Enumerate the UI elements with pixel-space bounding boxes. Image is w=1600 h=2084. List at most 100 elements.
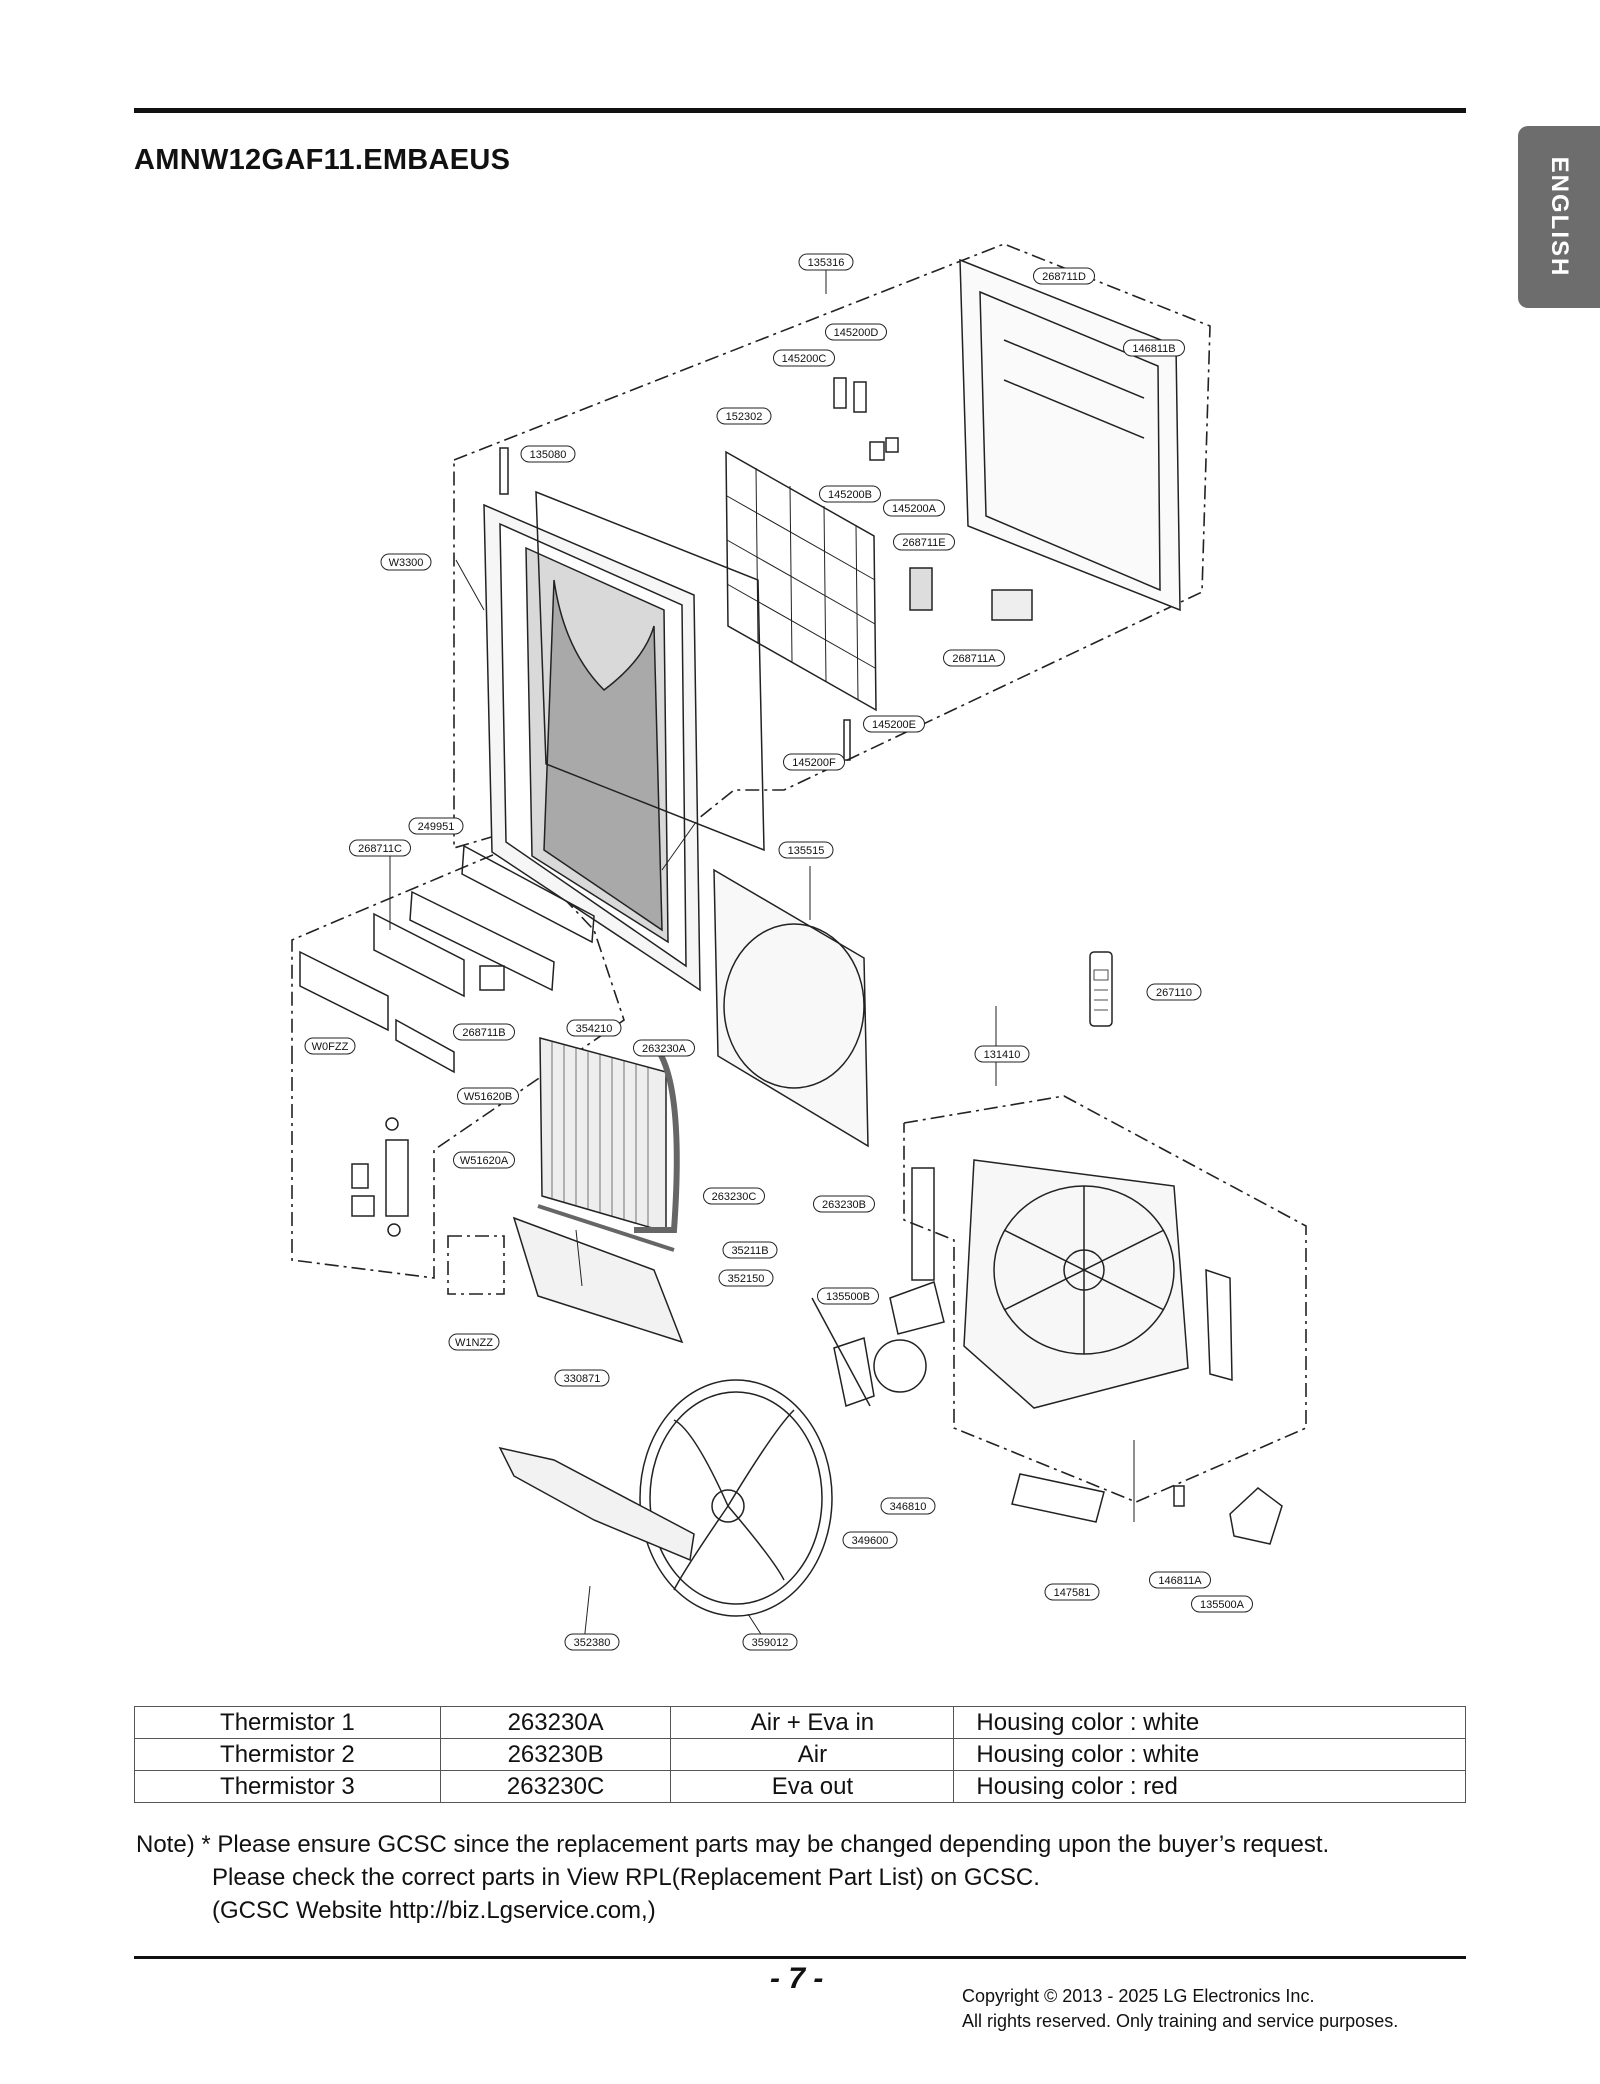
part-number-label: 354210 [576, 1023, 613, 1035]
table-cell: Eva out [670, 1770, 955, 1803]
part-number-label: 268711A [952, 653, 996, 665]
table-cell: Housing color : white [953, 1738, 1466, 1771]
exploded-parts-diagram: 135316 268711D 146811B 145200D 145200C 152302… [291, 243, 1307, 1651]
copyright-notice: Copyright © 2013 - 2025 LG Electronics I… [962, 1984, 1398, 2034]
part-callout: W51620B [457, 1087, 519, 1105]
part-number-label: 145200E [872, 719, 916, 731]
part-number-label: 145200B [828, 489, 872, 501]
part-callout: 263230A [633, 1039, 695, 1057]
part-callout: 145200A [883, 499, 945, 517]
part-number-label: W3300 [389, 557, 424, 569]
part-callout: W0FZZ [304, 1037, 356, 1055]
part-callout: 152302 [716, 407, 772, 425]
part-callout: W51620A [453, 1151, 515, 1169]
part-number-label: 135316 [808, 257, 845, 269]
language-tab-label: ENGLISH [1546, 156, 1573, 278]
part-number-label: 263230B [822, 1199, 866, 1211]
table-cell: Air [670, 1738, 955, 1771]
copyright-line-1: Copyright © 2013 - 2025 LG Electronics I… [962, 1986, 1315, 2006]
part-callout: 268711D [1033, 267, 1095, 285]
part-callout: 352150 [718, 1269, 774, 1287]
table-cell: Air + Eva in [670, 1706, 955, 1739]
part-number-label: 135500B [826, 1291, 870, 1303]
part-callout: 145200E [863, 715, 925, 733]
part-callout: 268711A [943, 649, 1005, 667]
part-number-label: 145200D [834, 327, 879, 339]
table-cell: Housing color : red [953, 1770, 1466, 1803]
part-callout: 267110 [1146, 983, 1202, 1001]
part-callout: 145200F [783, 753, 845, 771]
part-number-label: 346810 [890, 1501, 927, 1513]
part-callout: 145200D [825, 323, 887, 341]
copyright-line-2: All rights reserved. Only training and s… [962, 2011, 1399, 2031]
part-number-label: W0FZZ [312, 1041, 349, 1053]
part-callout: 349600 [842, 1531, 898, 1549]
thermistor-table: Thermistor 1 263230A Air + Eva in Housin… [134, 1706, 1466, 1803]
part-number-label: 135080 [530, 449, 567, 461]
note-block: Note) * Please ensure GCSC since the rep… [136, 1828, 1329, 1927]
part-callout: 330871 [554, 1369, 610, 1387]
part-callouts: 135316 268711D 146811B 145200D 145200C 152302… [304, 253, 1253, 1651]
part-callout: 268711E [893, 533, 955, 551]
table-cell: 263230C [439, 1770, 672, 1803]
part-callout: 145200B [819, 485, 881, 503]
part-callout: 135515 [778, 841, 834, 859]
part-callout: 131410 [974, 1045, 1030, 1063]
part-number-label: 268711E [902, 537, 945, 549]
part-callout: 359012 [742, 1633, 798, 1651]
part-number-label: 145200A [892, 503, 937, 515]
part-callout: 263230B [813, 1195, 875, 1213]
page-number: - 7 - [770, 1962, 824, 1995]
part-callout: W3300 [380, 553, 432, 571]
part-number-label: 146811B [1132, 343, 1175, 355]
part-callout: 35211B [722, 1241, 778, 1259]
table-cell: Housing color : white [953, 1706, 1466, 1739]
part-callout: 263230C [703, 1187, 765, 1205]
part-callout: 249951 [408, 817, 464, 835]
part-callout: 268711C [349, 839, 411, 857]
part-callout: 135500B [817, 1287, 879, 1305]
table-cell: Thermistor 2 [134, 1738, 441, 1771]
model-title: AMNW12GAF11.EMBAEUS [134, 144, 511, 176]
part-number-label: 135515 [788, 845, 825, 857]
part-number-label: 268711C [358, 843, 402, 855]
part-callout: W1NZZ [448, 1333, 500, 1351]
part-number-label: 35211B [731, 1245, 768, 1257]
part-callout: 352380 [564, 1633, 620, 1651]
part-number-label: 268711B [462, 1027, 505, 1039]
note-line-2: Please check the correct parts in View R… [212, 1864, 1040, 1891]
part-number-label: 330871 [564, 1373, 601, 1385]
part-number-label: 145200C [782, 353, 827, 365]
part-number-label: 352150 [728, 1273, 765, 1285]
part-callout: 135316 [798, 253, 854, 271]
table-row: Thermistor 3 263230C Eva out Housing col… [134, 1770, 1466, 1803]
part-callout: 346810 [880, 1497, 936, 1515]
part-number-label: 131410 [984, 1049, 1021, 1061]
table-cell: 263230A [439, 1706, 672, 1739]
part-number-label: 352380 [574, 1637, 611, 1649]
part-number-label: 147581 [1054, 1587, 1091, 1599]
part-callout: 268711B [453, 1023, 515, 1041]
part-callout: 146811A [1149, 1571, 1211, 1589]
bottom-rule [134, 1956, 1466, 1959]
part-callout: 135500A [1191, 1595, 1253, 1613]
table-cell: Thermistor 3 [134, 1770, 441, 1803]
part-number-label: 268711D [1042, 271, 1086, 283]
table-row: Thermistor 1 263230A Air + Eva in Housin… [134, 1706, 1466, 1739]
part-number-label: W51620B [464, 1091, 512, 1103]
part-number-label: 349600 [852, 1535, 889, 1547]
table-cell: 263230B [439, 1738, 672, 1771]
top-rule [134, 108, 1466, 113]
part-number-label: 152302 [726, 411, 763, 423]
language-tab[interactable]: ENGLISH [1518, 126, 1600, 308]
part-number-label: 145200F [792, 757, 836, 769]
part-callout: 146811B [1123, 339, 1185, 357]
part-number-label: 263230C [712, 1191, 757, 1203]
part-number-label: 135500A [1200, 1599, 1245, 1611]
part-number-label: W1NZZ [455, 1337, 493, 1349]
part-number-label: 359012 [752, 1637, 789, 1649]
part-number-label: 146811A [1158, 1575, 1202, 1587]
note-line-1: Note) * Please ensure GCSC since the rep… [136, 1831, 1330, 1858]
part-number-label: 263230A [642, 1043, 687, 1055]
part-number-label: W51620A [460, 1155, 509, 1167]
